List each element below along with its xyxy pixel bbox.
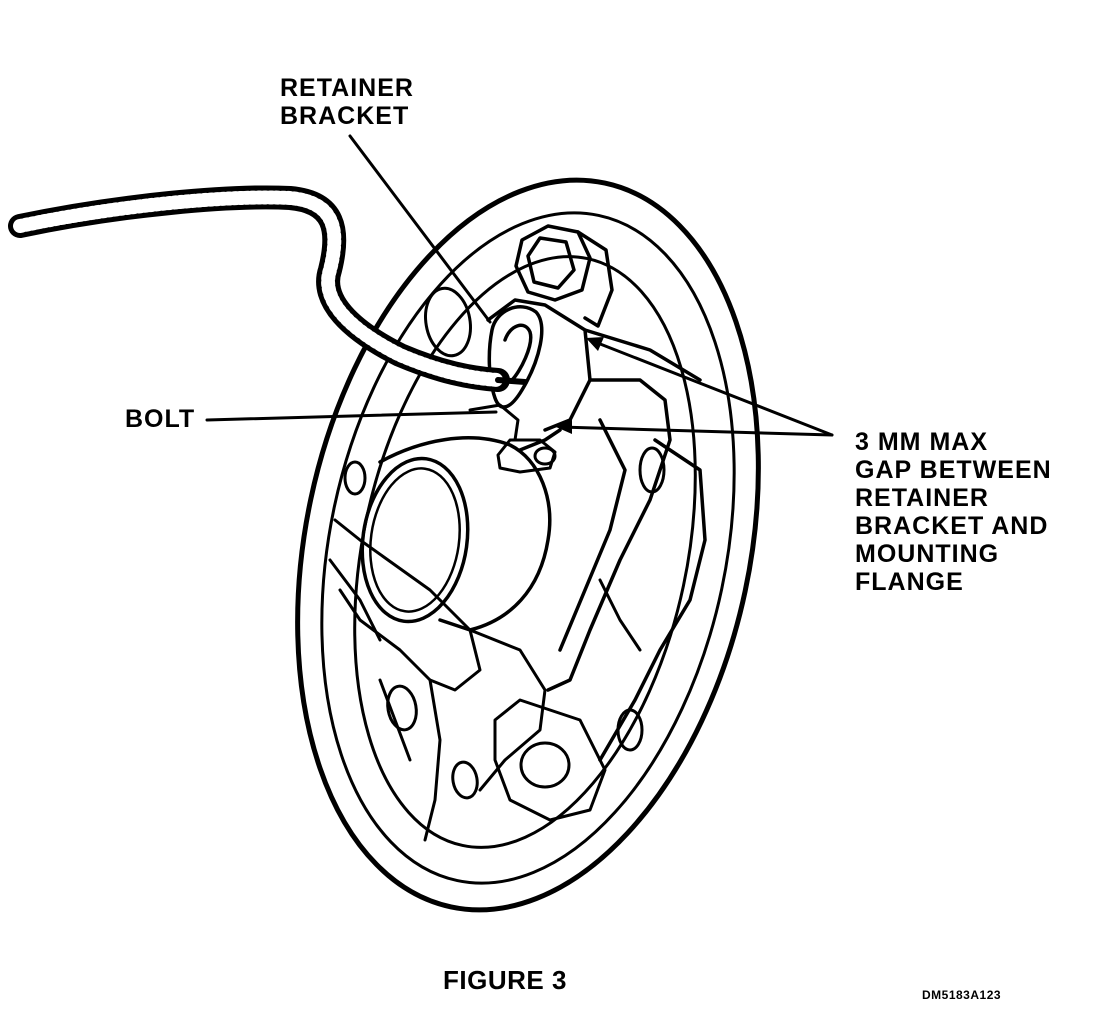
bolt-label: BOLT	[125, 405, 196, 433]
arrowhead-gap-lower	[556, 420, 572, 434]
leader-retainer-bracket	[348, 134, 492, 324]
retainer-bracket-label: RETAINER BRACKET	[280, 74, 414, 130]
gap-label: 3 MM MAX GAP BETWEEN RETAINER BRACKET AN…	[855, 428, 1052, 596]
anchor-arm	[546, 378, 707, 762]
retaining-bolt	[468, 403, 557, 474]
lower-plate-features	[328, 286, 666, 842]
leader-gap-lower	[558, 425, 834, 437]
retainer-bracket-label-line-1: RETAINER	[280, 74, 414, 102]
arrowhead-gap-upper	[586, 337, 604, 351]
gap-label-line-2: GAP BETWEEN	[855, 456, 1052, 484]
gap-label-line-4: BRACKET AND	[855, 512, 1049, 540]
sensor-harness	[8, 185, 528, 392]
speed-sensor	[360, 428, 562, 632]
leader-lines	[205, 134, 834, 437]
leader-gap-upper	[588, 338, 834, 437]
gap-label-line-6: FLANGE	[855, 568, 964, 596]
retainer-bracket-label-line-2: BRACKET	[280, 102, 410, 130]
backing-plate-outer-rim	[295, 177, 761, 913]
gap-label-line-1: 3 MM MAX	[855, 428, 988, 456]
backing-plate-inner-rim	[320, 211, 736, 885]
gap-label-line-5: MOUNTING	[855, 540, 1000, 568]
sensor-mounting-flange	[486, 298, 702, 432]
anchor-nut	[514, 224, 614, 328]
drawing-code: DM5183A123	[922, 988, 1002, 1002]
leader-bolt	[205, 410, 498, 422]
figure-caption: FIGURE 3	[443, 965, 567, 995]
gap-label-line-3: RETAINER	[855, 484, 989, 512]
